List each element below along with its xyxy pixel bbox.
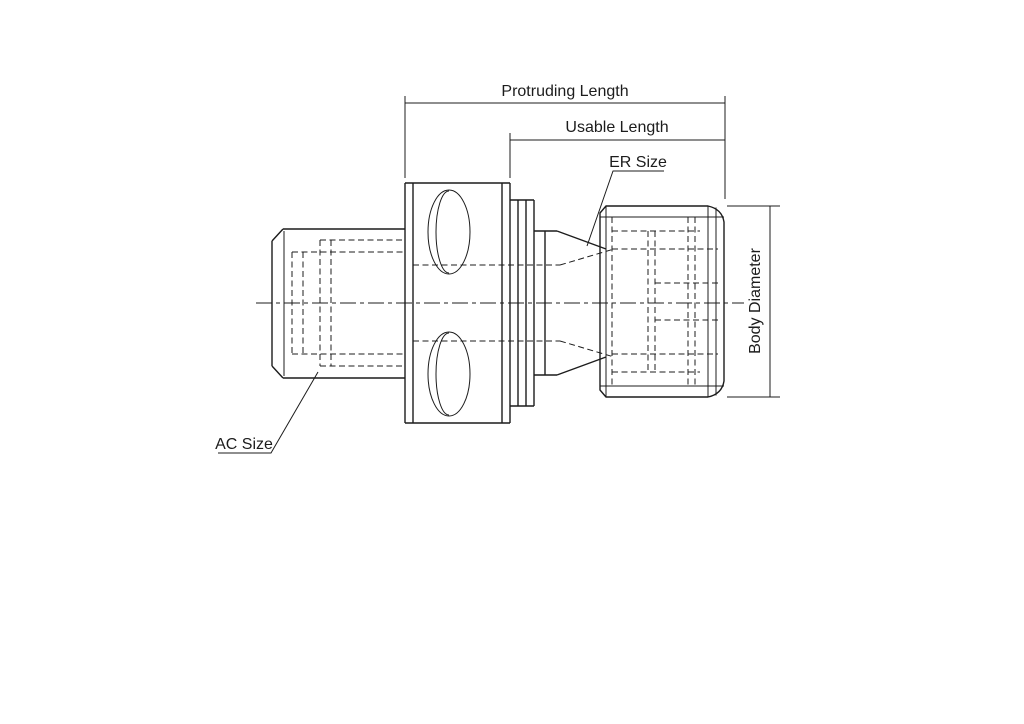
dimension-lines: [218, 96, 780, 454]
collet-cone: [556, 230, 607, 376]
leader-ac-size: [218, 371, 319, 454]
er-size-label: ER Size: [609, 154, 667, 171]
drive-slot-top: [427, 189, 471, 275]
protruding-length-label: Protruding Length: [501, 83, 628, 100]
collet-nut: [599, 205, 725, 398]
leader-er-size: [586, 170, 664, 247]
spacer-rings: [510, 199, 557, 407]
ac-size-label: AC Size: [215, 436, 273, 453]
shank-hidden-lines: [291, 239, 405, 367]
usable-length-label: Usable Length: [565, 119, 668, 136]
tool-holder-drawing: [256, 182, 744, 424]
flange: [404, 182, 511, 424]
labels: Protruding Length Usable Length ER Size …: [215, 83, 764, 453]
body-diameter-label: Body Diameter: [747, 247, 764, 353]
drive-slot-bottom: [427, 331, 471, 417]
nut-hidden-lines: [611, 217, 718, 386]
shank: [271, 228, 405, 379]
